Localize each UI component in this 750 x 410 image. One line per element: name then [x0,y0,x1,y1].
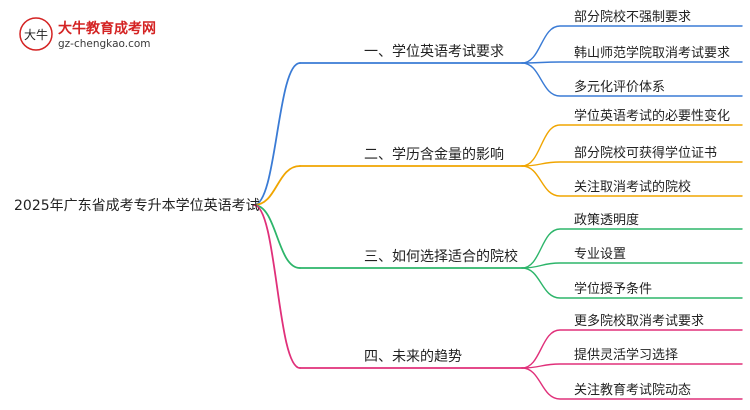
branch-4-leaf-1: 更多院校取消考试要求 [574,314,705,329]
leaf-connector-4-2 [521,363,743,369]
branch-3-leaf-3: 学位授予条件 [574,282,653,297]
branch-connector-3 [253,204,301,269]
leaf-connector-3-2 [521,262,743,269]
branch-1-leaf-1: 部分院校不强制要求 [574,10,692,25]
branch-connector-2 [253,165,301,206]
branch-label-3: 三、如何选择适合的院校 [364,249,518,265]
branch-1-leaf-3: 多元化评价体系 [574,80,666,95]
leaf-connector-1-2 [521,61,743,64]
branch-1-leaf-2: 韩山师范学院取消考试要求 [574,46,731,61]
site-logo: 大牛 大牛教育成考网 gz-chengkao.com [18,16,178,56]
branch-4-leaf-3: 关注教育考试院动态 [574,383,692,398]
logo-mark-icon: 大牛 [19,17,53,51]
leaf-connector-3-1 [521,228,743,269]
branch-3-leaf-2: 专业设置 [574,247,627,262]
branch-label-4: 四、未来的趋势 [364,349,462,365]
leaf-connector-2-3 [521,165,743,197]
leaf-connector-1-1 [521,25,743,64]
branch-3-leaf-1: 政策透明度 [574,213,640,228]
svg-text:大牛: 大牛 [24,27,48,42]
branch-connector-4 [253,204,301,369]
logo-title: 大牛教育成考网 [58,21,156,37]
branch-2-leaf-1: 学位英语考试的必要性变化 [574,109,731,124]
branch-4-leaf-2: 提供灵活学习选择 [574,348,679,363]
branch-label-2: 二、学历含金量的影响 [364,147,504,163]
leaf-connector-4-3 [521,367,743,400]
branch-2-leaf-2: 部分院校可获得学位证书 [574,146,718,161]
logo-url: gz-chengkao.com [58,38,151,50]
leaf-connector-1-3 [521,62,743,97]
branch-label-1: 一、学位英语考试要求 [364,44,504,60]
branch-2-leaf-3: 关注取消考试的院校 [574,180,692,195]
leaf-connector-3-3 [521,267,743,299]
leaf-connector-4-1 [521,329,743,369]
leaf-connector-2-1 [521,124,743,167]
branch-connector-1 [253,62,301,206]
leaf-connector-2-2 [521,161,743,167]
mindmap-root: 2025年广东省成考专升本学位英语考试 [14,198,260,214]
